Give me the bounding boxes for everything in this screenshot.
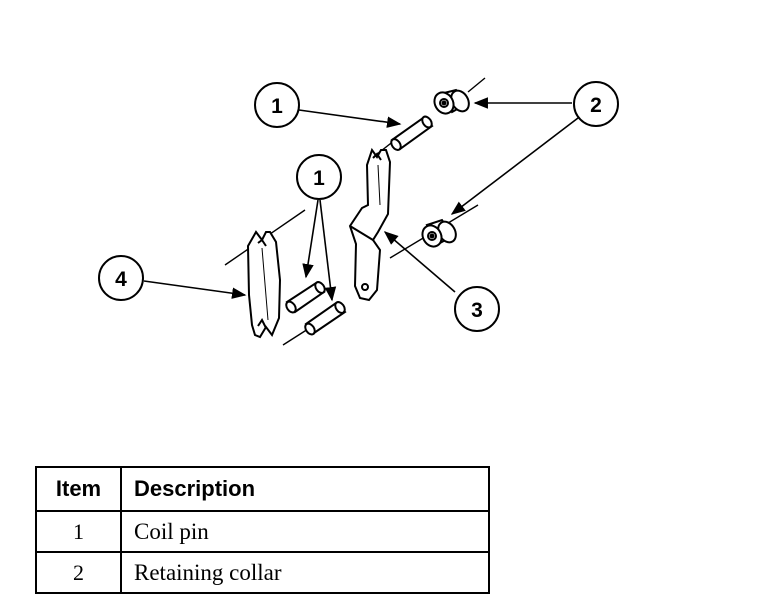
- leader-lines: [143, 97, 579, 302]
- description-cell: Coil pin: [120, 510, 490, 553]
- item-column-header: Item: [35, 466, 122, 512]
- description-column-header: Description: [120, 466, 490, 512]
- callout-label: 2: [590, 94, 602, 117]
- bracket-plate-item-4: [246, 230, 282, 339]
- callout-label: 4: [115, 268, 127, 291]
- table-header-row: Item Description: [35, 466, 490, 512]
- callout-1-middle: 1: [296, 154, 342, 200]
- item-number-cell: 2: [35, 551, 122, 594]
- coil-pin-upper: [390, 115, 434, 151]
- parts-legend-table: Item Description 1 Coil pin 2 Retaining …: [35, 466, 490, 594]
- bracket-item-3: [348, 147, 392, 302]
- callout-label: 3: [471, 299, 483, 322]
- callout-4: 4: [98, 255, 144, 301]
- callout-label: 1: [271, 95, 283, 118]
- retaining-collar-lower: [421, 218, 457, 248]
- exploded-parts-diagram: 1 1 2 3 4: [98, 77, 619, 346]
- callout-label: 1: [313, 167, 325, 190]
- callout-3: 3: [454, 286, 500, 332]
- table-row: 1 Coil pin: [35, 510, 490, 553]
- retaining-collar-upper: [433, 88, 470, 115]
- coil-pin-lower-a: [285, 281, 326, 314]
- item-number-cell: 1: [35, 510, 122, 553]
- table-row: 2 Retaining collar: [35, 551, 490, 594]
- coil-pin-lower-b: [304, 301, 347, 336]
- description-cell: Retaining collar: [120, 551, 490, 594]
- callout-1-top: 1: [254, 82, 300, 128]
- callout-2: 2: [573, 81, 619, 127]
